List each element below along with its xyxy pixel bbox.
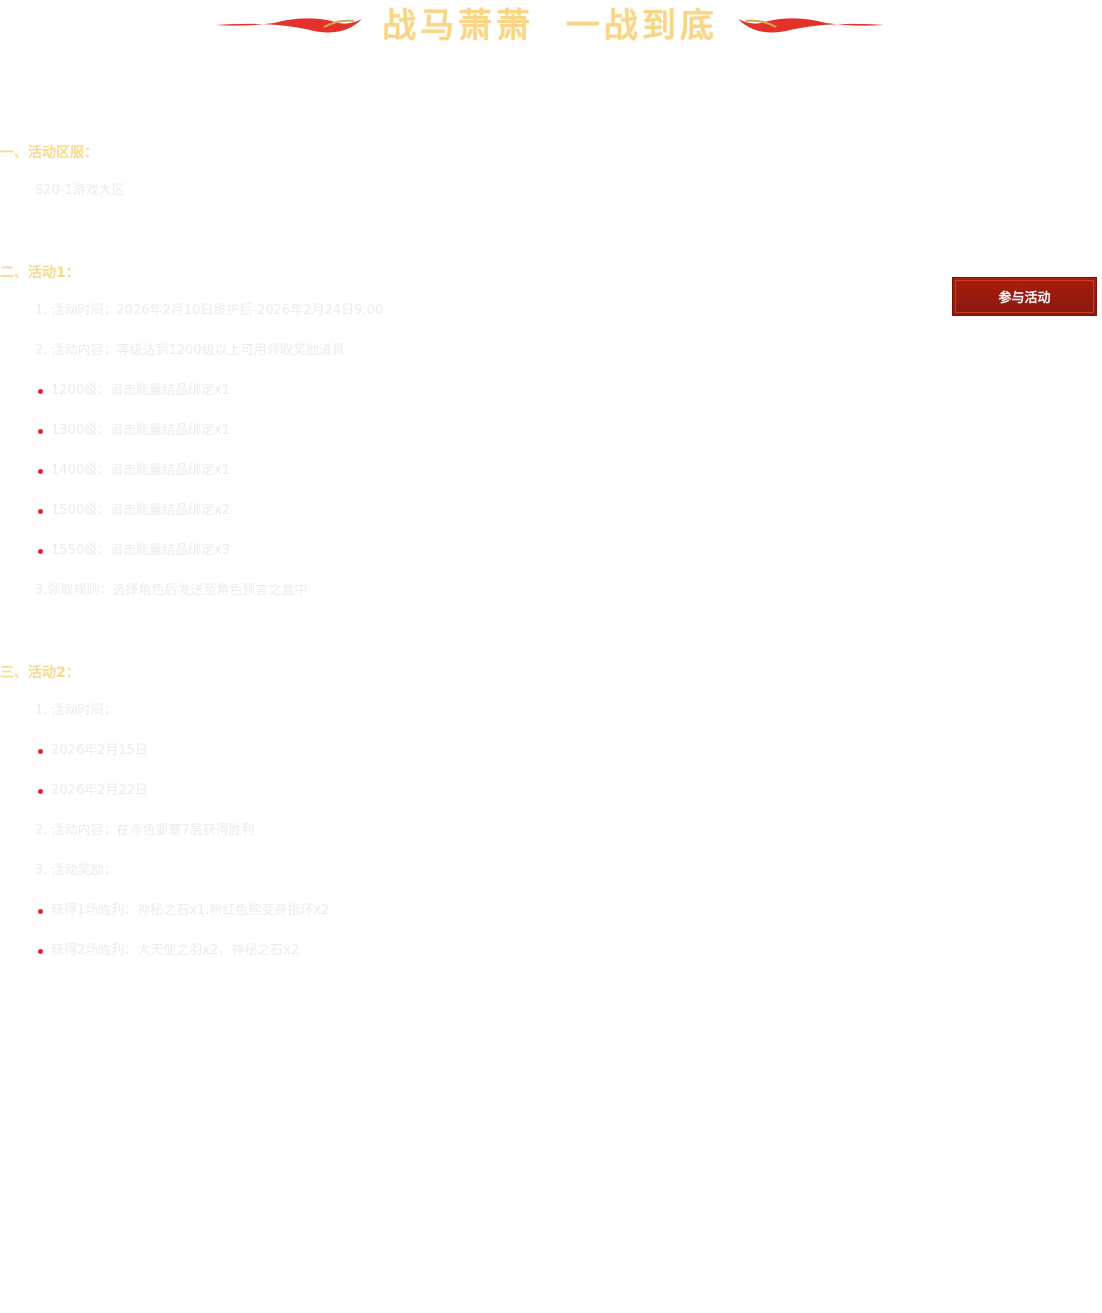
reward-text: 1200级：追击能量结晶绑定x1 <box>51 383 231 398</box>
bullet-icon <box>38 468 43 474</box>
server-name: S20-1游戏大区 <box>35 183 125 198</box>
list-item: 1550级：追击能量结晶绑定x3 <box>38 541 230 561</box>
section-heading-activity2: 三、活动2： <box>0 665 80 681</box>
activity1-content: 2. 活动内容：等级达到1200级以上可用领取奖励道具 <box>35 343 345 358</box>
bullet-icon <box>38 908 43 914</box>
right-swoosh-icon <box>737 18 884 33</box>
join-activity-label: 参与活动 <box>998 291 1051 306</box>
list-item: 2026年2月15日 <box>38 741 148 761</box>
list-item: 1200级：追击能量结晶绑定x1 <box>38 381 230 401</box>
reward-text: 获得1场胜利：神秘之石x1.粉红色熊变身指环x2 <box>51 903 330 918</box>
bullet-icon <box>38 548 43 554</box>
reward-text: 1550级：追击能量结晶绑定x3 <box>51 543 231 558</box>
list-item: 1500级：追击能量结晶绑定x2 <box>38 501 230 521</box>
reward-text: 1400级：追击能量结晶绑定x1 <box>51 463 231 478</box>
list-item: 获得1场胜利：神秘之石x1.粉红色熊变身指环x2 <box>38 901 329 921</box>
activity2-time: 1. 活动时间： <box>35 703 117 718</box>
bullet-icon <box>38 788 43 794</box>
activity1-time: 1. 活动时间：2026年2月10日维护后-2026年2月24日9:00 <box>35 303 384 318</box>
bullet-icon <box>38 508 43 514</box>
activity2-content: 2. 活动内容：在赤色要塞7层获得胜利 <box>35 823 255 838</box>
activity2-rewards-label: 3. 活动奖励： <box>35 863 117 878</box>
section-heading-server: 一、活动区服： <box>0 145 98 161</box>
list-item: 获得2场胜利：大天使之羽x2，神秘之石x2 <box>38 941 299 961</box>
event-banner: 战马萧萧 一战到底 <box>210 0 890 46</box>
activity1-rule: 3.领取规则：选择角色后发送至角色预言之盒中 <box>35 583 308 598</box>
reward-text: 获得2场胜利：大天使之羽x2，神秘之石x2 <box>51 943 300 958</box>
bullet-icon <box>38 428 43 434</box>
list-item: 1400级：追击能量结晶绑定x1 <box>38 461 230 481</box>
bullet-icon <box>38 748 43 754</box>
bullet-icon <box>38 388 43 394</box>
left-swoosh-icon <box>216 18 363 33</box>
date-text: 2026年2月15日 <box>51 743 148 758</box>
section-heading-activity1: 二、活动1： <box>0 265 80 281</box>
join-activity-button[interactable]: 参与活动 <box>952 277 1097 316</box>
banner-title: 战马萧萧 一战到底 <box>382 5 718 46</box>
list-item: 1300级：追击能量结晶绑定x1 <box>38 421 230 441</box>
reward-text: 1300级：追击能量结晶绑定x1 <box>51 423 231 438</box>
list-item: 2026年2月22日 <box>38 781 148 801</box>
reward-text: 1500级：追击能量结晶绑定x2 <box>51 503 231 518</box>
bullet-icon <box>38 948 43 954</box>
date-text: 2026年2月22日 <box>51 783 148 798</box>
